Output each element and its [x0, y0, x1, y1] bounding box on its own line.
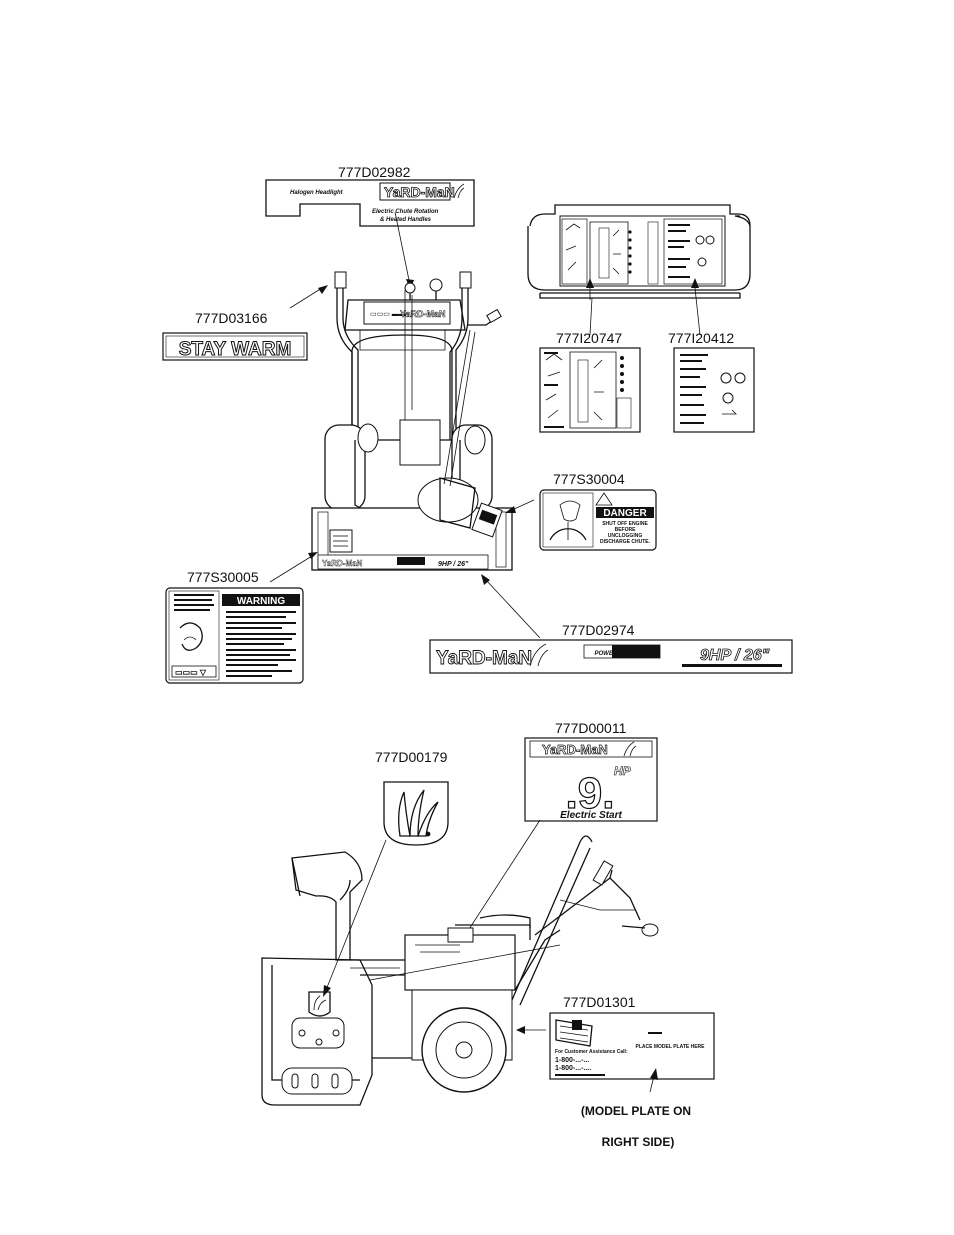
danger-text: DANGER [603, 508, 647, 519]
label-777D00179: 777D00179 [375, 749, 448, 765]
svg-text:▭▭▭ ▬▬: ▭▭▭ ▬▬ [370, 311, 406, 318]
decal-777D02974: YaRD-MaN POWER STEERING 9HP / 26" [429, 639, 793, 674]
phone-2-text: 1-800-...-.... [555, 1065, 591, 1072]
svg-text:YaRD-MaN: YaRD-MaN [400, 309, 446, 319]
snowthrower-side-view [261, 835, 659, 1106]
label-777I20747: 777I20747 [556, 330, 622, 346]
decal-777I20747 [539, 347, 641, 433]
power-steering-text: POWER STEERING [594, 651, 649, 657]
chute-rotation-text: Electric Chute Rotation [372, 209, 439, 215]
small-hp-size-text: 9HP / 26" [438, 561, 469, 568]
long-yard-man-text: YaRD-MaN [436, 648, 532, 669]
label-777S30005: 777S30005 [187, 569, 259, 585]
stay-warm-text: STAY WARM [179, 339, 292, 360]
yard-man-logo-text: YaRD-MaN [384, 184, 455, 200]
heated-handles-text: & Heated Handles [380, 217, 432, 223]
danger-line-4: DISCHARGE CHUTE. [600, 539, 651, 545]
label-777D00011: 777D00011 [555, 720, 627, 736]
phone-1-text: 1-800-...-... [555, 1057, 589, 1064]
danger-line-3: UNCLOGGING [608, 533, 643, 539]
label-777D03166: 777D03166 [195, 310, 268, 326]
warning-text: WARNING [237, 596, 286, 607]
label-777D02982: 777D02982 [338, 164, 411, 180]
hp-text: HP [614, 764, 632, 778]
decal-777D00011: YaRD-MaN .9. HP Electric Start [524, 737, 658, 822]
label-777I20412: 777I20412 [668, 330, 734, 346]
svg-text:YaRD-MaN: YaRD-MaN [322, 559, 363, 568]
model-plate-caption-1: (MODEL PLATE ON [581, 1104, 691, 1118]
label-777D02974: 777D02974 [562, 622, 635, 638]
place-model-plate-text: PLACE MODEL PLATE HERE [636, 1044, 706, 1050]
label-777S30004: 777S30004 [553, 471, 625, 487]
model-plate-caption-2: RIGHT SIDE) [602, 1135, 675, 1149]
big-nine-text: .9. [566, 769, 615, 818]
snowthrower-rear-view: ▭▭▭ ▬▬ YaRD-MaN YaRD-MaN 9HP / 26" [311, 271, 513, 571]
customer-assistance-text: For Customer Assistance Call: [555, 1049, 628, 1055]
danger-line-1: SHUT OFF ENGINE [602, 521, 648, 527]
decal-777D03166: STAY WARM [162, 332, 308, 361]
decal-777D00179 [383, 781, 449, 846]
decal-777D02982: Halogen Headlight YaRD-MaN Electric Chut… [265, 179, 475, 227]
leader-777D02982 [394, 211, 411, 286]
danger-line-2: BEFORE [615, 527, 637, 533]
control-panel-view [527, 204, 751, 299]
electric-start-text: Electric Start [560, 810, 622, 821]
decal-777I20412 [673, 347, 755, 433]
label-777D01301: 777D01301 [563, 994, 636, 1010]
decal-777D01301: For Customer Assistance Call: 1-800-...-… [549, 1012, 715, 1080]
hp-decal-yard-man-text: YaRD-MaN [542, 742, 608, 757]
decal-777S30005: ▭▭▭ ▽ WARNING [165, 587, 304, 684]
decal-777S30004: DANGER SHUT OFF ENGINE BEFORE UNCLOGGING… [539, 489, 657, 551]
halogen-headlight-text: Halogen Headlight [290, 190, 344, 196]
hp-size-text: 9HP / 26" [700, 647, 770, 664]
svg-text:▭▭▭ ▽: ▭▭▭ ▽ [175, 668, 207, 677]
